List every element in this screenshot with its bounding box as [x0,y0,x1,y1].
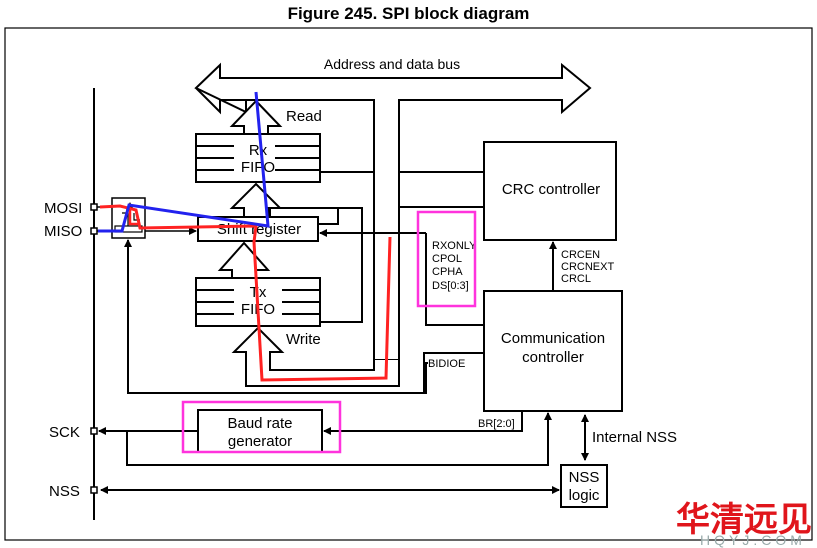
mosi-pin [90,203,98,211]
figure-title: Figure 245. SPI block diagram [287,4,530,23]
red-path-detail [128,210,138,226]
br-label: BR[2:0] [478,418,515,430]
baud-rate-label-2: generator [228,433,292,450]
watermark-subtext: HQYJ.COM [700,532,806,548]
mosi-label: MOSI [44,200,82,217]
diagram-frame [4,27,813,541]
tx-fifo-bus-line [320,207,363,323]
config-signal-3: CPHA [432,266,463,278]
tx-to-shift-arrow [217,241,271,278]
internal-nss-label: Internal NSS [592,429,677,446]
rx-fifo-label-1: Rx [249,142,268,159]
comm-controller-label-1: Communication [501,330,605,347]
bidioe-source-line [423,352,484,393]
crc-controller-label: CRC controller [502,181,600,198]
sck-feedback-line [126,412,552,466]
nss-label: NSS [49,483,80,500]
config-signal-2: CPOL [432,253,462,265]
nss-logic-label-1: NSS [569,469,600,486]
sck-pin [90,427,98,435]
crc-signal-3: CRCL [561,273,591,285]
config-line [425,233,484,326]
sck-label: SCK [49,424,80,441]
config-signal-4: DS[0:3] [432,280,469,292]
shift-register: Shift register [197,216,319,242]
bus-label: Address and data bus [324,56,460,72]
address-data-bus-arrow [194,62,592,361]
red-tx-path [99,204,392,382]
watermark-text: 华清远见 [676,500,812,540]
baud-rate-label-1: Baud rate [227,415,292,432]
config-signal-1: RXONLY [432,240,477,252]
nss-pin [90,486,98,494]
bidioe-line [124,239,428,394]
bidioe-label: BIDIOE [428,358,465,370]
nss-logic: NSS logic [560,464,608,508]
crc-signal-1: CRCEN [561,249,600,261]
read-label: Read [286,108,322,125]
shift-to-rx-arrow [229,182,283,217]
baud-rate-generator: Baud rate generator [197,409,323,453]
rx-fifo: Rx FIFO [195,133,321,183]
crc-signal-2: CRCNEXT [561,261,614,273]
nss-logic-label-2: logic [569,487,600,504]
comm-controller-label-2: controller [522,349,584,366]
watermark: 华清远见 HQYJ.COM [676,500,812,548]
baud-rate-highlight [181,400,342,454]
rx-fifo-label-2: FIFO [241,159,275,176]
write-label: Write [286,331,321,348]
config-highlight [416,210,477,308]
br-line [323,411,523,435]
crc-controller: CRC controller [483,141,617,241]
blue-rx-path [98,91,270,233]
miso-pin [90,227,98,235]
miso-label: MISO [44,223,82,240]
communication-controller: Communication controller [483,290,623,412]
